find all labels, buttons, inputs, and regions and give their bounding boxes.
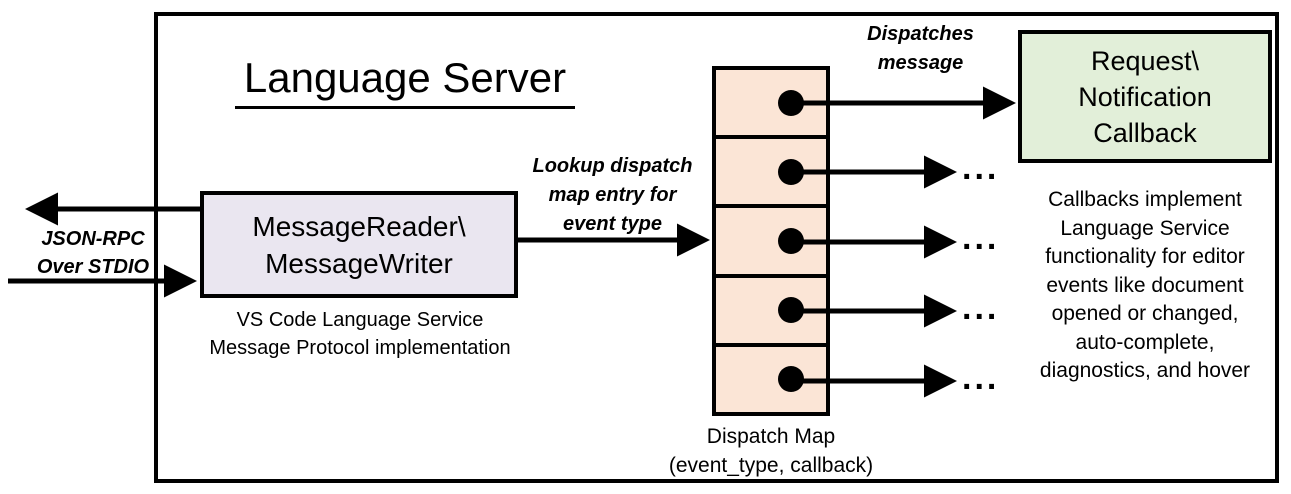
lookup-edge-label-line3: event type <box>563 213 662 235</box>
dispatch-edge-label-line2: message <box>877 52 964 74</box>
message-reader-writer-line2: MessageWriter <box>265 247 453 279</box>
dispatch-map-row[interactable] <box>716 208 826 278</box>
dispatch-edge-label-line1: Dispatches <box>867 23 974 45</box>
callback-caption: Callbacks implement Language Service fun… <box>1005 186 1285 386</box>
callback-caption-line5: opened or changed, <box>1051 302 1239 325</box>
transport-label-line2: Over STDIO <box>36 256 150 278</box>
dispatch-edge-label: Dispatches message <box>833 20 1008 78</box>
lookup-edge-label-line2: map entry for <box>548 184 677 206</box>
callback-dot-icon <box>778 158 804 185</box>
dispatch-map-caption-line2: (event_type, callback) <box>668 454 874 477</box>
transport-label: JSON-RPC Over STDIO <box>18 225 168 281</box>
callback-caption-line4: events like document <box>1046 273 1244 297</box>
dispatch-map-row[interactable] <box>716 347 826 412</box>
ellipsis-row-5: ... <box>962 359 1000 397</box>
dispatch-map-row[interactable] <box>716 278 826 347</box>
dispatch-map-table[interactable] <box>712 66 830 416</box>
callback-caption-line1: Callbacks implement <box>1048 188 1242 211</box>
page-title: Language Server <box>235 52 575 109</box>
callback-caption-line7: diagnostics, and hover <box>1039 359 1251 382</box>
message-reader-writer-caption: VS Code Language Service Message Protoco… <box>190 306 530 362</box>
message-reader-writer-label: MessageReader\ MessageWriter <box>252 208 465 282</box>
ellipsis-row-3: ... <box>962 219 1000 257</box>
ellipsis-row-4: ... <box>962 289 1000 327</box>
callback-dot-icon <box>778 366 804 393</box>
dispatch-map-caption: Dispatch Map (event_type, callback) <box>640 422 902 480</box>
callback-box-label: Request\ Notification Callback <box>1078 43 1212 151</box>
transport-label-line1: JSON-RPC <box>41 228 145 250</box>
ellipsis-row-2: ... <box>962 149 1000 187</box>
callback-caption-line6: auto-complete, <box>1075 330 1215 354</box>
callback-caption-line2: Language Service <box>1060 216 1230 240</box>
dispatch-map-row[interactable] <box>716 70 826 140</box>
language-server-boundary <box>154 12 1279 483</box>
message-reader-writer-line1: MessageReader\ <box>252 210 466 242</box>
dispatch-map-row[interactable] <box>716 139 826 209</box>
callback-dot-icon <box>778 228 804 254</box>
callback-box-line1: Request\ <box>1090 45 1200 76</box>
callback-caption-line3: functionality for editor <box>1045 245 1245 268</box>
request-notification-callback-box[interactable]: Request\ Notification Callback <box>1018 30 1272 163</box>
callback-box-line3: Callback <box>1093 117 1197 148</box>
message-reader-writer-box[interactable]: MessageReader\ MessageWriter <box>200 191 518 298</box>
message-reader-writer-caption-line1: VS Code Language Service <box>236 309 484 331</box>
callback-dot-icon <box>778 89 804 116</box>
dispatch-map-caption-line1: Dispatch Map <box>706 425 836 448</box>
callback-box-line2: Notification <box>1078 81 1212 112</box>
lookup-edge-label-line1: Lookup dispatch <box>532 155 693 177</box>
lookup-edge-label: Lookup dispatch map entry for event type <box>515 152 710 239</box>
callback-dot-icon <box>778 297 804 324</box>
message-reader-writer-caption-line2: Message Protocol implementation <box>209 337 511 359</box>
